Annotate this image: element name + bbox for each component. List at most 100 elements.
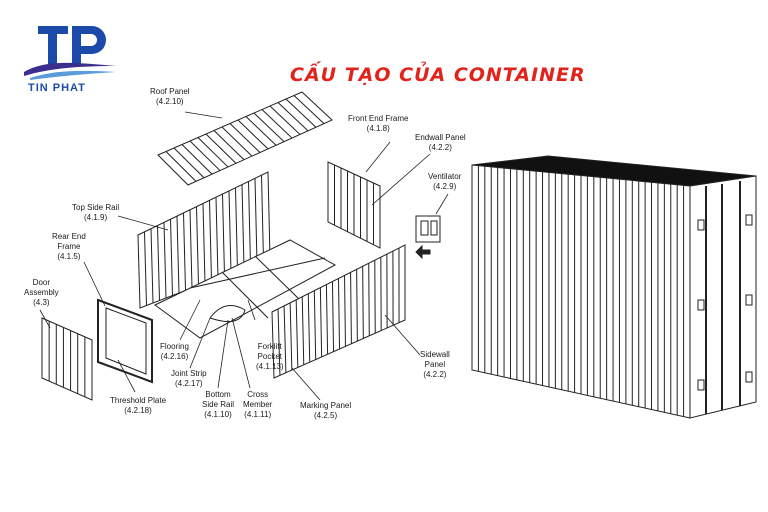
door-assembly-shape [41,317,93,401]
rib-line [325,284,329,355]
label-name: Endwall Panel [415,133,466,142]
floor-shape [154,239,337,339]
label-sidewall-panel: Sidewall Panel (4.2.2) [420,350,450,380]
rib-line [254,178,258,264]
label-ventilator: Ventilator (4.2.9) [428,172,461,192]
label-code: (4.2.9) [433,182,457,191]
rib-line [189,140,221,171]
label-rear-end-frame: Rear End Frame (4.1.5) [52,232,86,262]
rib-line [229,123,261,153]
tin-phat-logo-icon [24,26,116,80]
label-name: Cross Member [243,390,273,409]
rib-line [173,147,205,179]
rib-line [237,119,269,150]
label-name: Rear End Frame [52,232,86,251]
rib-line [283,305,287,373]
label-code: (4.2.10) [156,97,184,106]
label-name: Marking Panel [300,401,352,410]
rib-line [285,98,317,128]
label-door-assembly: Door Assembly (4.3) [24,278,59,308]
label-code: (4.2.18) [124,406,152,415]
rib-line [157,225,160,301]
rib-line [176,216,180,294]
rib-line [245,116,277,146]
rib-line [277,308,281,376]
rib-line [228,190,232,274]
rib-line [319,287,323,357]
label-code: (4.1.9) [84,213,108,222]
rib-line [202,203,206,284]
label-joint-strip: Joint Strip (4.2.17) [171,369,207,389]
label-code: (4.1.5) [57,252,81,261]
label-forklift-pocket: Forklift Pocket (4.1.13) [256,342,284,372]
rib-line [213,130,245,161]
label-name: Joint Strip [171,369,207,378]
rib-line [209,200,212,281]
label-roof-panel: Roof Panel (4.2.10) [150,87,190,107]
label-name: Front End Frame [348,114,409,123]
rib-line [293,95,325,124]
label-top-side-rail: Top Side Rail (4.1.9) [72,203,119,223]
label-name: Top Side Rail [72,203,120,212]
rib-line [289,302,293,371]
rib-line [196,206,199,286]
rib-line [344,275,346,347]
rib-line [338,278,340,350]
rib-line [150,228,154,304]
rib-line [222,194,225,276]
label-name: Sidewall Panel [420,350,450,369]
rib-line [350,272,352,344]
rib-line [261,175,264,261]
sidewall-panel-shape [271,244,406,379]
label-cross-member: Cross Member (4.1.11) [243,390,272,420]
label-name: Threshold Plate [110,396,167,405]
label-threshold-plate: Threshold Plate (4.2.18) [110,396,166,416]
label-code: (4.1.13) [256,362,284,371]
rear-end-frame-shape [97,298,153,384]
rib-line [277,102,309,132]
label-code: (4.2.2) [428,143,452,152]
rib-line [301,296,305,365]
top-side-wall-shape [137,171,271,309]
label-name: Ventilator [428,172,462,181]
label-marking-panel: Marking Panel (4.2.5) [300,401,351,421]
page-title: CẤU TẠO CỦA CONTAINER [290,64,586,86]
door-hinge [697,219,705,231]
rib-line [313,290,317,360]
rib-line [248,181,251,266]
rib-line [215,197,219,279]
door-hinge [745,371,753,383]
label-name: Door Assembly [24,278,59,297]
rib-line [165,151,197,182]
rib-line [253,112,285,143]
label-front-end-frame: Front End Frame (4.1.8) [348,114,408,134]
label-code: (4.1.11) [244,410,272,419]
rib-line [269,105,301,135]
label-name: Flooring [160,342,189,351]
label-code: (4.2.2) [423,370,447,379]
rib-line [307,293,311,363]
rib-line [144,231,147,306]
rib-line [205,133,237,164]
front-endwall-shape [327,161,381,249]
rib-line [183,212,186,291]
label-name: Bottom Side Rail [202,390,235,409]
door-hinge [697,379,705,391]
label-flooring: Flooring (4.2.16) [160,342,189,362]
label-endwall-panel: Endwall Panel (4.2.2) [415,133,466,153]
label-code: (4.2.17) [175,379,203,388]
assembled-container-shape [471,155,757,419]
label-code: (4.2.16) [160,352,189,361]
rib-line [189,209,193,289]
rib-line [331,281,335,352]
rib-line [170,219,173,296]
door-hinge [745,294,753,306]
rib-line [368,263,370,336]
brand-name: TIN PHAT [28,82,86,94]
label-name: Forklift Pocket [257,342,283,361]
door-hinge [745,214,753,226]
roof-panel-shape [157,91,333,186]
rib-line [197,137,229,168]
